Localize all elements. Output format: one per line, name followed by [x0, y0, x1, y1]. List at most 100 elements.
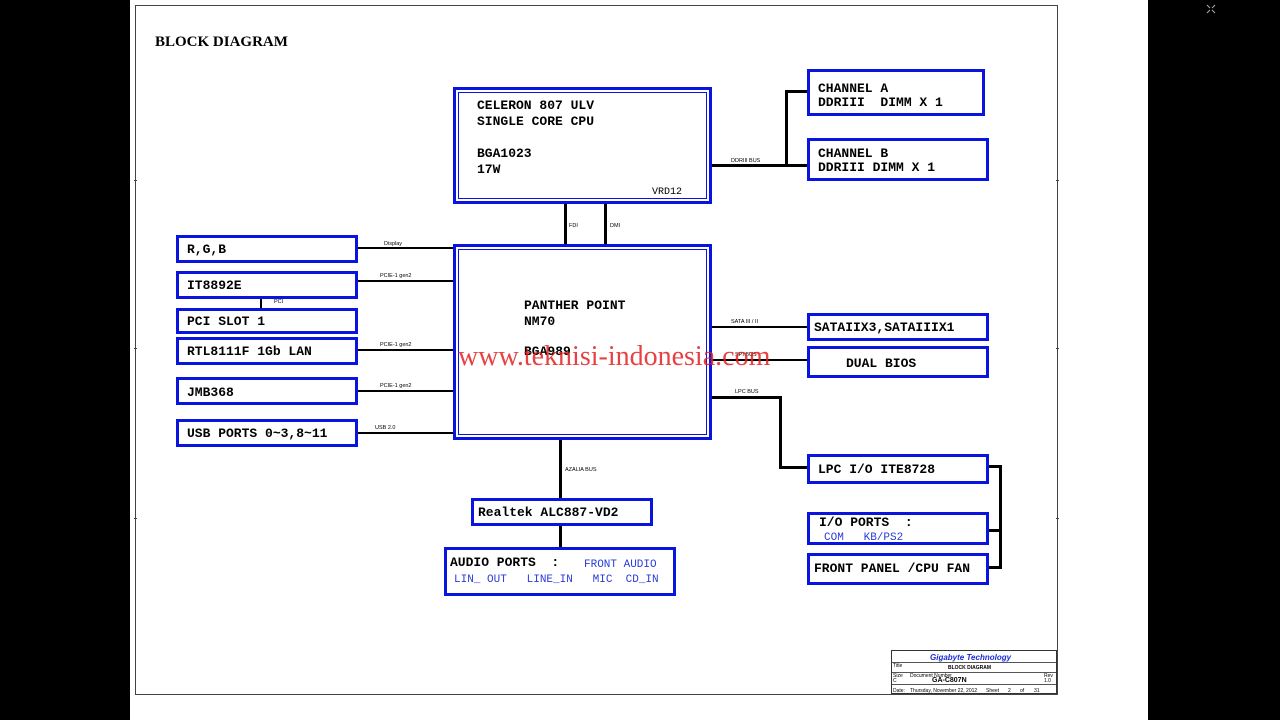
dual-bios-label: DUAL BIOS: [846, 356, 917, 371]
title-block-rev: 1.0: [1044, 678, 1051, 684]
wire-superio-out: [987, 465, 1002, 468]
title-block-size: C: [893, 678, 897, 684]
wire-dmi: [604, 204, 607, 245]
wire-usb: [356, 432, 455, 434]
bus-label-dmi: DMI: [610, 223, 621, 229]
wire-azalia: [559, 438, 562, 499]
title-block-date-label: Date:: [893, 688, 905, 694]
page-title: BLOCK DIAGRAM: [155, 34, 288, 50]
cpu-line-1: CELERON 807 ULV: [477, 98, 595, 113]
pch-line-2: NM70: [524, 314, 556, 329]
usb-ports-label: USB PORTS 0~3,8~11: [187, 426, 328, 441]
title-block-sheet: 2: [1008, 688, 1011, 694]
wire-pcie-it8892e: [356, 280, 455, 282]
drawing-frame: [135, 5, 1058, 695]
bus-label-sata: SATA III / II: [731, 319, 758, 325]
lpc-io-block: LPC I/O ITE8728: [807, 454, 989, 484]
title-block-doc: GA-C807N: [932, 677, 967, 684]
cpu-block: CELERON 807 ULV SINGLE CORE CPU BGA1023 …: [453, 87, 712, 204]
pci-slot-block: PCI SLOT 1: [176, 308, 358, 334]
bus-label-azalia: AZALIA BUS: [565, 467, 597, 473]
jmb368-block: JMB368: [176, 377, 358, 405]
wire-lpc: [711, 396, 781, 399]
wire-pcie-rtl: [356, 349, 455, 351]
audio-ports-block: AUDIO PORTS : FRONT AUDIO LIN_ OUT LINE_…: [444, 547, 676, 596]
wire-lpc-io: [779, 466, 809, 469]
bus-label-pcie-3: PCIE-1 gen2: [380, 383, 412, 389]
title-block-title-row: Title BLOCK DIAGRAM: [892, 662, 1056, 673]
title-block: Gigabyte Technology Title BLOCK DIAGRAM …: [891, 650, 1057, 694]
wire-ddr: [712, 164, 787, 167]
channel-a-line-1: CHANNEL A: [818, 81, 889, 96]
bus-label-spi: SPI BUS: [735, 352, 757, 358]
wire-front-panel: [987, 566, 1002, 569]
wire-fdi: [564, 204, 567, 245]
wire-audio-ports: [559, 524, 562, 549]
bus-label-pci: PCI: [274, 299, 284, 305]
watermark-text: www.teknisi-indonesia.com: [458, 341, 771, 372]
wire-superio-vertical: [999, 465, 1002, 568]
realtek-label: Realtek ALC887-VD2: [478, 505, 619, 520]
rtl-lan-label: RTL8111F 1Gb LAN: [187, 344, 312, 359]
frame-tick: [134, 348, 137, 349]
audio-ports-line-2: LIN_ OUT LINE_IN MIC CD_IN: [454, 574, 659, 586]
audio-ports-line-1: AUDIO PORTS :: [450, 555, 560, 570]
sata-block: SATAIIX3,SATAIIIX1: [807, 313, 989, 341]
frame-tick: [134, 180, 137, 181]
lpc-io-label: LPC I/O ITE8728: [818, 462, 936, 477]
bus-label-usb: USB 2.0: [375, 425, 396, 431]
wire-display: [356, 247, 455, 249]
pch-line-1: PANTHER POINT: [524, 298, 626, 313]
pci-slot-label: PCI SLOT 1: [187, 314, 266, 329]
wire-pcie-jmb: [356, 390, 455, 392]
rgb-label: R,G,B: [187, 242, 227, 257]
front-panel-label: FRONT PANEL /CPU FAN: [814, 561, 971, 576]
title-block-company: Gigabyte Technology: [930, 653, 1012, 662]
cpu-line-4: 17W: [477, 162, 501, 177]
audio-ports-front-audio: FRONT AUDIO: [584, 559, 657, 571]
title-block-doc-row: Size C Document Number GA-C807N Rev 1.0: [892, 672, 1056, 685]
bus-label-pcie-2: PCIE-1 gen2: [380, 342, 412, 348]
rtl-lan-block: RTL8111F 1Gb LAN: [176, 337, 358, 365]
wire-sata: [711, 326, 809, 328]
channel-a-block: CHANNEL A DDRIII DIMM X 1: [807, 69, 985, 116]
jmb368-label: JMB368: [187, 385, 234, 400]
sata-label: SATAIIX3,SATAIIIX1: [814, 320, 955, 335]
bus-label-display: Display: [384, 241, 403, 247]
pch-block: PANTHER POINT NM70 BGA989: [453, 244, 712, 440]
channel-b-line-2: DDRIII DIMM X 1: [818, 160, 936, 175]
wire-ddr-b: [785, 164, 809, 167]
frame-tick: [1056, 180, 1059, 181]
title-block-date: Thursday, November 22, 2012: [910, 688, 978, 694]
title-block-title-label: Title: [893, 663, 903, 669]
cpu-line-3: BGA1023: [477, 146, 532, 161]
wire-lpc-vertical: [779, 396, 782, 468]
frame-tick: [1056, 518, 1059, 519]
realtek-block: Realtek ALC887-VD2: [471, 498, 653, 526]
io-ports-line-2: COM KB/PS2: [824, 532, 904, 544]
wire-ddr-a: [785, 90, 809, 93]
frame-tick: [134, 518, 137, 519]
title-block-company-row: Gigabyte Technology: [892, 651, 1056, 663]
title-block-doc-label: Document Number: [910, 673, 952, 679]
dual-bios-block: DUAL BIOS: [807, 346, 989, 378]
title-block-title: BLOCK DIAGRAM: [948, 665, 992, 671]
fullscreen-icon[interactable]: [1206, 4, 1216, 14]
usb-ports-block: USB PORTS 0~3,8~11: [176, 419, 358, 447]
channel-b-block: CHANNEL B DDRIII DIMM X 1: [807, 138, 989, 181]
io-ports-block: I/O PORTS : COM KB/PS2: [807, 512, 989, 545]
channel-b-line-1: CHANNEL B: [818, 146, 889, 161]
bus-label-lpc: LPC BUS: [735, 389, 759, 395]
it8892e-label: IT8892E: [187, 278, 242, 293]
wire-ddr-vertical: [785, 90, 788, 166]
title-block-sheet-label: Sheet: [986, 688, 1000, 694]
title-block-size-label: Size: [893, 673, 903, 679]
title-block-rev-label: Rev: [1044, 673, 1053, 679]
it8892e-block: IT8892E: [176, 271, 358, 299]
front-panel-block: FRONT PANEL /CPU FAN: [807, 553, 989, 585]
wire-pci: [260, 298, 262, 310]
io-ports-line-1: I/O PORTS :: [819, 515, 913, 530]
title-block-date-row: Date: Thursday, November 22, 2012 Sheet …: [892, 685, 1056, 694]
wire-io-ports: [987, 529, 1002, 532]
bus-label-fdi: FDI: [569, 223, 578, 229]
